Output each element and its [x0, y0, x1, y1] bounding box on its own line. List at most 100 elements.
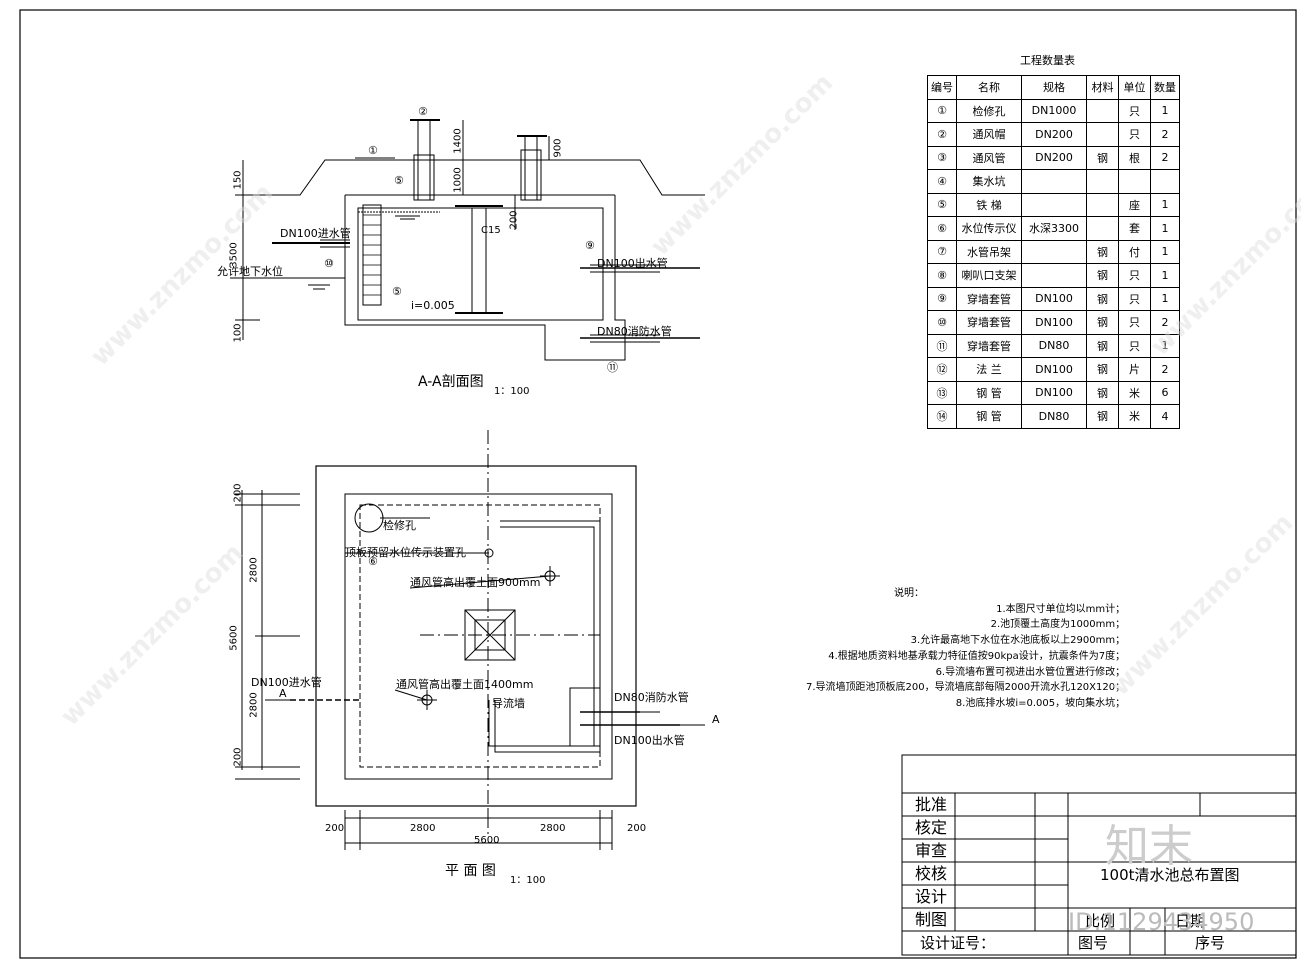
title-block-cert: 设计证号： [920, 934, 996, 952]
plan-dim-200a: 200 [232, 483, 244, 503]
qty-table-cell: 水深3300 [1021, 216, 1087, 241]
qty-table-cell: ④ [927, 169, 957, 194]
plan-title: 平 面 图 [445, 863, 496, 879]
qty-table-cell: DN1000 [1021, 98, 1087, 123]
section-mark-10: ⑩ [324, 257, 334, 270]
qty-table-cell: 钢 [1086, 145, 1119, 170]
section-mark-11: ⑪ [607, 361, 618, 374]
section-dim-100: 100 [232, 323, 244, 343]
qty-table-cell: 1 [1150, 263, 1180, 288]
plan-dim-bottom-5600: 5600 [474, 835, 500, 846]
qty-table-cell: 1 [1150, 333, 1180, 358]
qty-table-cell: ⑤ [927, 192, 957, 217]
plan-outlet-label: DN100出水管 [614, 734, 685, 747]
plan-scale: 1：100 [510, 875, 546, 886]
qty-table-cell: 钢 [1086, 404, 1119, 429]
plan-dim-bottom-200a: 200 [325, 823, 345, 834]
qty-table-header-cell: 名称 [956, 75, 1022, 100]
plan-vent1400-label: 通风管高出覆土面1400mm [396, 678, 534, 691]
qty-table-cell: 只 [1118, 263, 1151, 288]
qty-table-cell: 喇叭口支架 [956, 263, 1022, 288]
qty-table-header-cell: 规格 [1021, 75, 1087, 100]
qty-table-cell: ⑨ [927, 286, 957, 311]
qty-table-cell: 通风管 [956, 145, 1022, 170]
qty-table-cell: ② [927, 122, 957, 147]
qty-table-cell: 通风帽 [956, 122, 1022, 147]
plan-dim-2800a: 2800 [248, 557, 260, 583]
qty-table-cell: ⑪ [927, 333, 957, 358]
section-title: A-A剖面图 [418, 374, 484, 390]
qty-table-cell: 铁 梯 [956, 192, 1022, 217]
qty-table-cell: 只 [1118, 333, 1151, 358]
qty-table-cell: DN200 [1021, 145, 1087, 170]
qty-table-cell [1086, 169, 1119, 194]
qty-table-cell [1086, 98, 1119, 123]
qty-table-cell: 4 [1150, 404, 1180, 429]
title-block-row-label: 校核 [915, 864, 948, 883]
qty-table-header-row: 编号名称规格材料单位数量 [927, 75, 1180, 100]
qty-table-header-cell: 材料 [1086, 75, 1119, 100]
title-block-drawing-title: 100t清水池总布置图 [1100, 866, 1240, 884]
qty-table-cell: 1 [1150, 239, 1180, 264]
title-block-row-label: 审查 [915, 841, 948, 860]
section-scale: 1：100 [494, 386, 530, 397]
qty-table-cell: 6 [1150, 380, 1180, 405]
qty-table-cell: 穿墙套管 [956, 286, 1022, 311]
qty-table-cell: 1 [1150, 98, 1180, 123]
note-item: 1.本图尺寸单位均以mm计； [996, 603, 1126, 615]
plan-section-a-right: A [712, 713, 720, 726]
qty-table-cell: 套 [1118, 216, 1151, 241]
qty-table-cell: 检修孔 [956, 98, 1022, 123]
plan-baffle-label: 导流墙 [492, 697, 525, 710]
qty-table-cell: 2 [1150, 357, 1180, 382]
section-c15-label: C15 [481, 225, 501, 236]
plan-dim-bottom-200b: 200 [627, 823, 647, 834]
qty-table-cell: 集水坑 [956, 169, 1022, 194]
qty-table-cell: 钢 [1086, 286, 1119, 311]
note-item: 8.池底排水坡i=0.005，坡向集水坑； [955, 697, 1126, 709]
qty-table-cell: ⑭ [927, 404, 957, 429]
plan-inlet-label: DN100进水管 [251, 676, 322, 689]
qty-table-cell: ⑥ [927, 216, 957, 241]
qty-table-cell: 钢 管 [956, 404, 1022, 429]
qty-table-cell [1021, 263, 1087, 288]
title-block-row-label: 批准 [915, 795, 948, 814]
qty-table-cell: 米 [1118, 404, 1151, 429]
notes-block: 说明： 1.本图尺寸单位均以mm计；2.池顶覆土高度为1000mm；3.允许最高… [806, 586, 1125, 712]
title-block-seq-no: 序号 [1195, 934, 1226, 952]
qty-table-cell: 1 [1150, 286, 1180, 311]
section-fire-label: DN80消防水管 [597, 325, 672, 338]
qty-table-cell: ⑬ [927, 380, 957, 405]
qty-table-cell: 2 [1150, 145, 1180, 170]
plan-section-a-left: A [279, 687, 287, 700]
note-item: 4.根据地质资料地基承载力特征值按90kpa设计，抗震条件为7度； [828, 650, 1126, 662]
qty-table-cell: 水位传示仪 [956, 216, 1022, 241]
plan-mark-6: ⑥ [368, 555, 378, 568]
sheet-frame [19, 9, 1297, 959]
qty-table-cell: 座 [1118, 192, 1151, 217]
qty-table-cell [1021, 169, 1087, 194]
qty-table-cell: ① [927, 98, 957, 123]
qty-table-cell: DN100 [1021, 286, 1087, 311]
plan-dim-bottom-2800a: 2800 [410, 823, 436, 834]
qty-table-header-cell: 编号 [927, 75, 957, 100]
title-block-frame [901, 754, 1297, 956]
qty-table-cell: 米 [1118, 380, 1151, 405]
qty-table-cell: 片 [1118, 357, 1151, 382]
note-item: 3.允许最高地下水位在水池底板以上2900mm； [910, 635, 1126, 647]
plan-dim-bottom-2800b: 2800 [540, 823, 566, 834]
note-item: 2.池顶覆土高度为1000mm； [990, 619, 1126, 631]
section-inlet-label: DN100进水管 [280, 227, 351, 240]
title-block-row-label: 设计 [915, 887, 948, 906]
qty-table-cell: 只 [1118, 98, 1151, 123]
plan-level-hole-label: 顶板预留水位传示装置孔 [345, 546, 466, 559]
